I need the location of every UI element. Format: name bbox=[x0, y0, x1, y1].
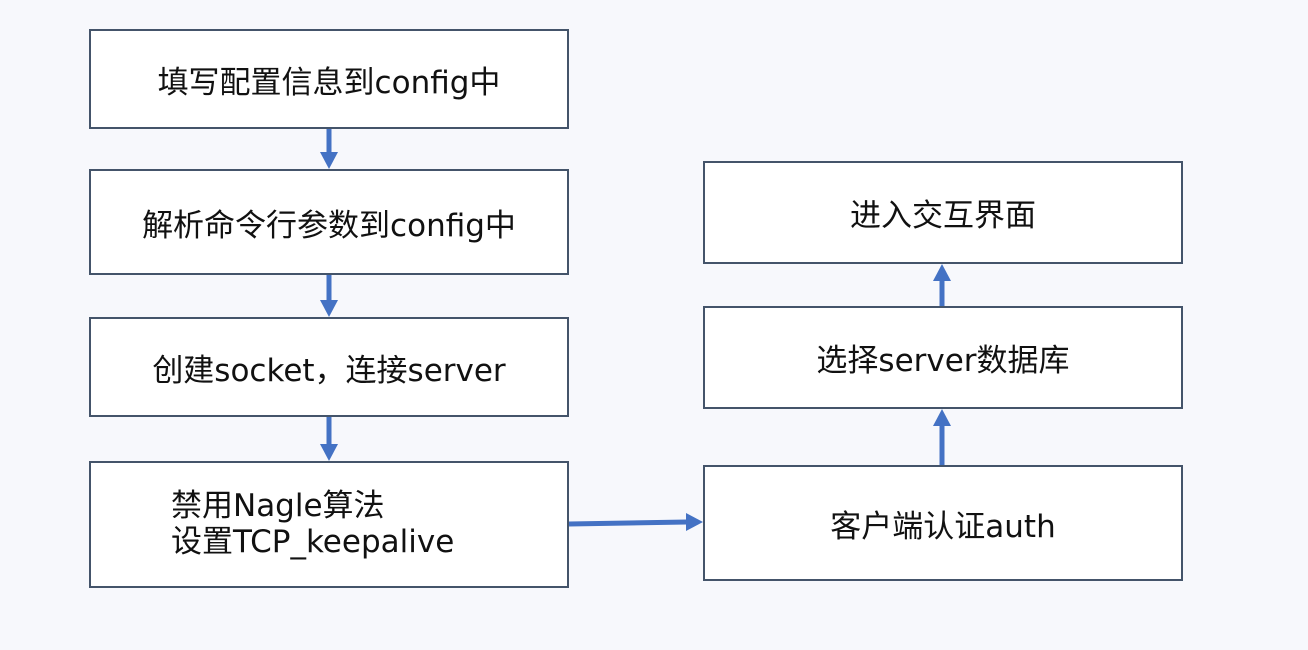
node-fill-config-label: 填写配置信息到config中 bbox=[157, 64, 501, 101]
arrowhead-nagle-to-auth bbox=[686, 513, 703, 531]
node-parse-args-label: 解析命令行参数到config中 bbox=[142, 207, 516, 244]
node-parse-args: 解析命令行参数到config中 bbox=[89, 169, 569, 275]
node-interactive: 进入交互界面 bbox=[703, 161, 1183, 264]
node-create-socket: 创建socket，连接server bbox=[89, 317, 569, 417]
node-disable-nagle-line1: 禁用Nagle算法 bbox=[171, 487, 385, 524]
arrow-nagle-to-auth bbox=[568, 519, 688, 527]
node-disable-nagle-text: 禁用Nagle算法 设置TCP_keepalive bbox=[171, 487, 455, 561]
node-disable-nagle-line2: 设置TCP_keepalive bbox=[171, 523, 455, 560]
node-interactive-label: 进入交互界面 bbox=[850, 198, 1036, 234]
arrowhead-select-to-interactive bbox=[933, 264, 951, 281]
arrowhead-fill-to-parse bbox=[320, 152, 338, 169]
arrowhead-socket-to-nagle bbox=[320, 444, 338, 461]
node-disable-nagle: 禁用Nagle算法 设置TCP_keepalive bbox=[89, 461, 569, 588]
arrowhead-parse-to-socket bbox=[320, 300, 338, 317]
node-fill-config: 填写配置信息到config中 bbox=[89, 29, 569, 129]
node-client-auth-label: 客户端认证auth bbox=[830, 508, 1056, 545]
node-create-socket-label: 创建socket，连接server bbox=[152, 352, 506, 389]
node-client-auth: 客户端认证auth bbox=[703, 465, 1183, 581]
node-select-db-label: 选择server数据库 bbox=[816, 343, 1070, 379]
node-select-db: 选择server数据库 bbox=[703, 306, 1183, 409]
arrowhead-auth-to-select bbox=[933, 409, 951, 426]
